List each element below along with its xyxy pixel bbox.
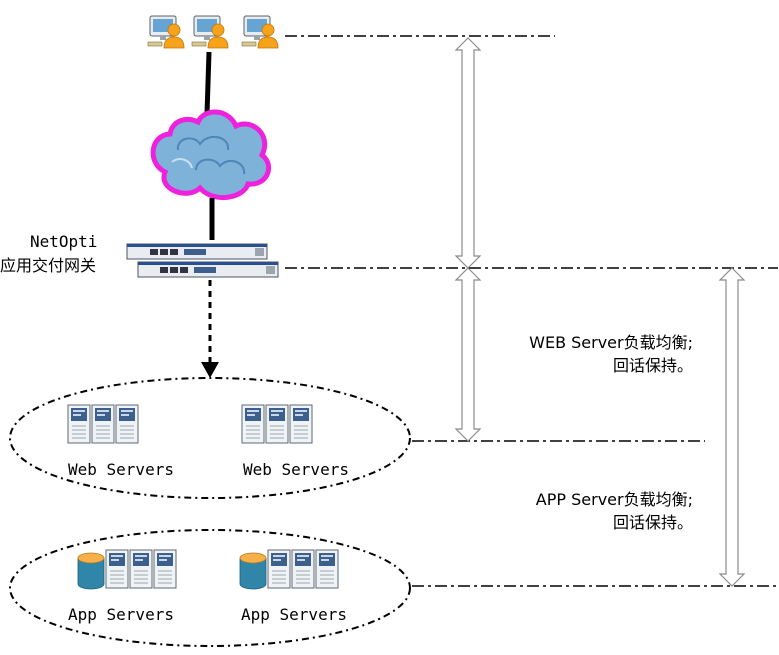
app-tier-ellipse xyxy=(9,529,411,647)
app-annotation-line1: APP Server负载均衡; xyxy=(535,490,693,509)
server-icon xyxy=(289,404,313,444)
web-server-group-2 xyxy=(241,404,313,444)
web-tier-ellipse xyxy=(9,377,411,499)
server-icon xyxy=(241,404,265,444)
user-group xyxy=(147,15,279,49)
link-users-cloud xyxy=(204,51,212,115)
server-icon xyxy=(291,549,315,589)
app-servers-label-2: App Servers xyxy=(241,605,347,624)
user-pc-icon xyxy=(191,15,229,49)
arrow-head-icon xyxy=(201,362,219,378)
web-annotation-line1: WEB Server负载均衡; xyxy=(529,333,693,352)
gateway-name: NetOpti xyxy=(30,232,98,251)
server-icon xyxy=(315,549,339,589)
app-server-group-1 xyxy=(77,549,177,590)
server-icon xyxy=(115,404,139,444)
span-arrow-app-icon xyxy=(718,267,746,587)
server-icon xyxy=(105,549,129,589)
web-annotation-line2: 回话保持。 xyxy=(612,356,693,375)
database-icon xyxy=(77,552,105,590)
gateway-appliance-icon xyxy=(126,243,279,278)
web-servers-label-1: Web Servers xyxy=(68,460,174,479)
app-annotation-line2: 回话保持。 xyxy=(612,513,693,532)
server-icon xyxy=(91,404,115,444)
span-arrow-internet-icon xyxy=(454,37,482,269)
server-icon xyxy=(267,549,291,589)
web-servers-label-2: Web Servers xyxy=(243,460,349,479)
gateway-subtitle: 应用交付网关 xyxy=(0,256,97,275)
server-icon xyxy=(67,404,91,444)
internet-cloud-icon xyxy=(150,109,272,201)
server-icon xyxy=(153,549,177,589)
span-arrow-web-icon xyxy=(454,267,482,442)
server-icon xyxy=(129,549,153,589)
app-server-group-2 xyxy=(239,549,339,590)
user-pc-icon xyxy=(241,15,279,49)
user-pc-icon xyxy=(147,15,185,49)
app-servers-label-1: App Servers xyxy=(68,605,174,624)
database-icon xyxy=(239,552,267,590)
server-icon xyxy=(265,404,289,444)
web-server-group-1 xyxy=(67,404,139,444)
